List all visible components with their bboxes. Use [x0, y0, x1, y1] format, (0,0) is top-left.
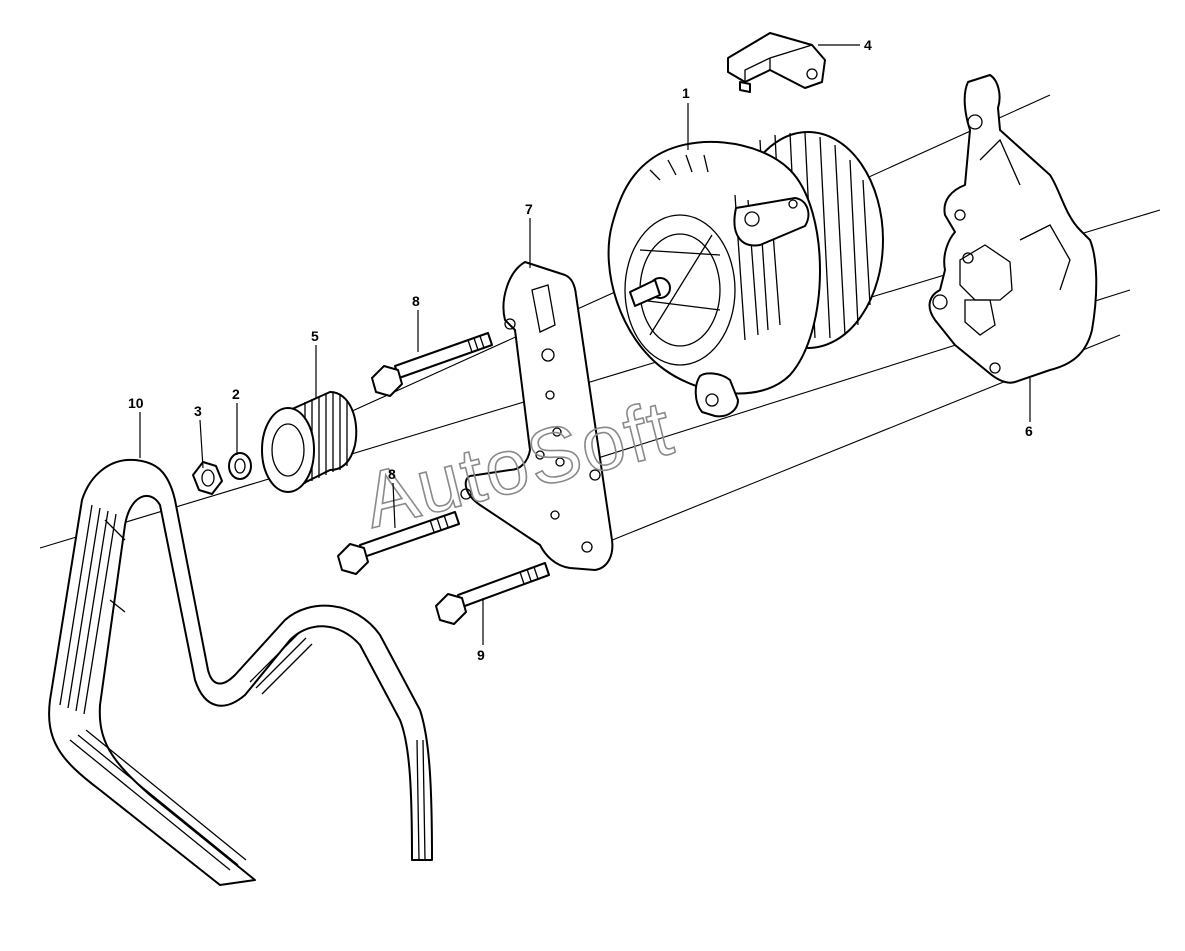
callout-2: 2 [232, 386, 240, 402]
callout-1: 1 [682, 85, 690, 101]
bolt-part-8-lower [337, 511, 460, 575]
drive-belt-part-10 [48, 458, 433, 886]
washer-part-2 [228, 452, 252, 480]
callout-6: 6 [1025, 423, 1033, 439]
alternator-part-1 [607, 131, 884, 418]
nut-part-3 [192, 461, 223, 495]
pulley-part-5 [261, 391, 358, 493]
callout-7: 7 [525, 201, 533, 217]
mounting-bracket-part-7 [460, 261, 614, 571]
callout-5: 5 [311, 328, 319, 344]
callout-4: 4 [864, 37, 872, 53]
leader-8-lower [392, 482, 396, 529]
bolt-part-8-upper [371, 332, 493, 397]
callout-10: 10 [128, 395, 144, 411]
callout-9: 9 [477, 647, 485, 663]
bolt-part-9 [435, 562, 550, 625]
engine-bracket-part-6 [928, 74, 1098, 384]
regulator-part-4 [727, 32, 826, 93]
callout-8-lower: 8 [388, 466, 396, 482]
callout-8-upper: 8 [412, 293, 420, 309]
leader-lines [139, 44, 1031, 645]
callout-labels: 1 2 3 4 5 6 7 8 8 9 10 [128, 37, 1033, 663]
callout-3: 3 [194, 403, 202, 419]
leader-3 [199, 419, 204, 469]
